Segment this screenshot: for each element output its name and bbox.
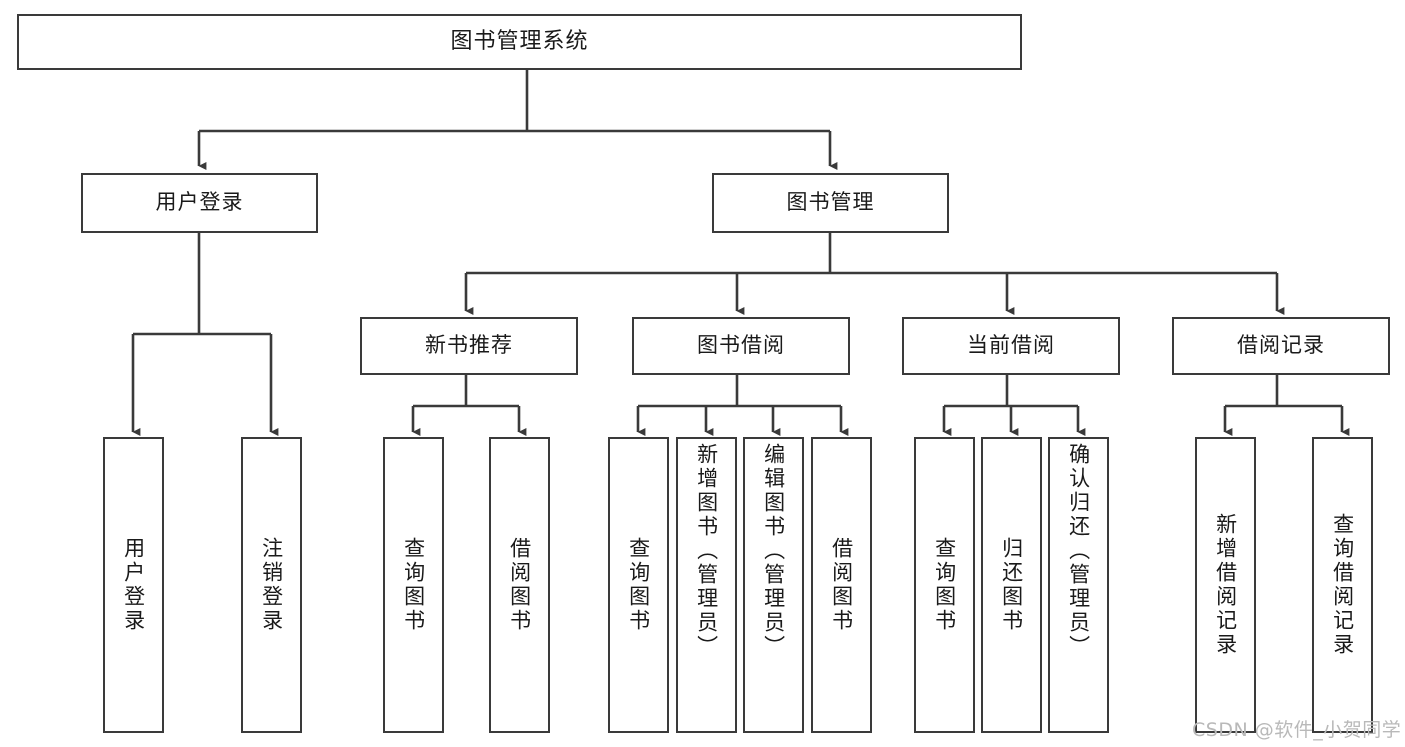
leaf-edit-book-admin[interactable]: 编辑图书（管理员） — [743, 437, 804, 733]
watermark-csdn: CSDN @软件_小贺同学 — [1192, 719, 1402, 741]
node-label: 查询图书 — [626, 537, 651, 633]
node-label: 新增借阅记录 — [1213, 513, 1238, 657]
node-label: 用户登录 — [121, 537, 146, 633]
node-label: 查询图书 — [932, 537, 957, 633]
node-current-borrow[interactable]: 当前借阅 — [902, 317, 1120, 375]
leaf-add-borrow-record[interactable]: 新增借阅记录 — [1195, 437, 1256, 733]
node-label: 图书管理 — [786, 190, 875, 215]
leaf-borrow-book-new-rec[interactable]: 借阅图书 — [489, 437, 550, 733]
leaf-user-logout[interactable]: 注销登录 — [241, 437, 302, 733]
node-label: 用户登录 — [155, 190, 244, 215]
node-label: 借阅记录 — [1237, 333, 1325, 358]
node-book-management[interactable]: 图书管理 — [712, 173, 949, 233]
node-new-book-recommend[interactable]: 新书推荐 — [360, 317, 578, 375]
node-label: 查询借阅记录 — [1330, 513, 1355, 657]
leaf-return-book[interactable]: 归还图书 — [981, 437, 1042, 733]
leaf-query-book-borrow[interactable]: 查询图书 — [608, 437, 669, 733]
node-label: 借阅图书 — [507, 537, 532, 633]
leaf-query-borrow-record[interactable]: 查询借阅记录 — [1312, 437, 1373, 733]
node-label: 图书借阅 — [697, 333, 785, 358]
node-user-login[interactable]: 用户登录 — [81, 173, 318, 233]
leaf-borrow-book-borrow[interactable]: 借阅图书 — [811, 437, 872, 733]
node-root-book-management-system[interactable]: 图书管理系统 — [17, 14, 1022, 70]
node-label: 新增图书（管理员） — [694, 443, 719, 659]
node-label: 注销登录 — [259, 537, 284, 633]
leaf-query-book-new-rec[interactable]: 查询图书 — [383, 437, 444, 733]
leaf-user-login[interactable]: 用户登录 — [103, 437, 164, 733]
node-label: 借阅图书 — [829, 537, 854, 633]
node-label: 图书管理系统 — [450, 28, 589, 54]
node-book-borrow[interactable]: 图书借阅 — [632, 317, 850, 375]
node-borrow-record[interactable]: 借阅记录 — [1172, 317, 1390, 375]
node-label: 归还图书 — [999, 537, 1024, 633]
leaf-add-book-admin[interactable]: 新增图书（管理员） — [676, 437, 737, 733]
node-label: 查询图书 — [401, 537, 426, 633]
node-label: 当前借阅 — [967, 333, 1055, 358]
node-label: 编辑图书（管理员） — [761, 443, 786, 659]
node-label: 新书推荐 — [425, 333, 513, 358]
leaf-confirm-return-admin[interactable]: 确认归还（管理员） — [1048, 437, 1109, 733]
leaf-query-book-current[interactable]: 查询图书 — [914, 437, 975, 733]
node-label: 确认归还（管理员） — [1066, 443, 1091, 659]
